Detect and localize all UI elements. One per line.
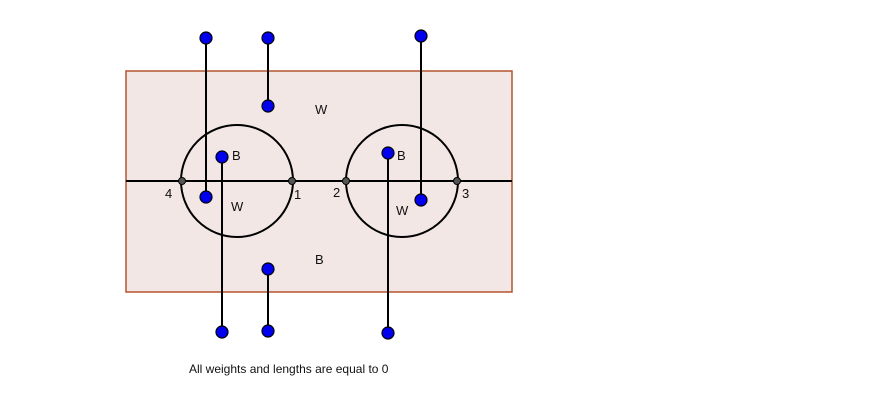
region-label-bottom-b: B [315, 252, 324, 267]
region-label-left-circle-b: B [232, 148, 241, 163]
region-label-right-circle-b: B [397, 148, 406, 163]
caption-text: All weights and lengths are equal to 0 [189, 362, 389, 376]
region-label-top-w: W [315, 102, 328, 117]
endpoint-bottom-right-long-bottom[interactable] [381, 326, 395, 340]
endpoint-top-left-short-top[interactable] [261, 31, 275, 45]
endpoint-bottom-left-long-top[interactable] [215, 150, 229, 164]
vertex-label-1: 1 [294, 187, 301, 202]
junction-point-2 [342, 177, 350, 185]
endpoint-bottom-right-long-top[interactable] [381, 146, 395, 160]
endpoint-top-right-long-top[interactable] [414, 29, 428, 43]
endpoint-bottom-left-short-top[interactable] [261, 262, 275, 276]
endpoint-top-right-long-bottom[interactable] [414, 193, 428, 207]
region-label-left-circle-w: W [231, 199, 244, 214]
vertex-label-4: 4 [165, 186, 172, 201]
junction-point-3 [453, 177, 461, 185]
endpoint-top-left-long-bottom[interactable] [199, 190, 213, 204]
endpoint-bottom-left-long-bottom[interactable] [215, 325, 229, 339]
endpoint-bottom-left-short-bottom[interactable] [261, 324, 275, 338]
endpoint-top-left-short-bottom[interactable] [261, 99, 275, 113]
junction-point-1 [288, 177, 296, 185]
region-label-right-circle-w: W [396, 203, 409, 218]
endpoint-top-left-long-top[interactable] [199, 31, 213, 45]
vertex-label-3: 3 [462, 186, 469, 201]
vertex-label-2: 2 [333, 185, 340, 200]
junction-point-4 [178, 177, 186, 185]
